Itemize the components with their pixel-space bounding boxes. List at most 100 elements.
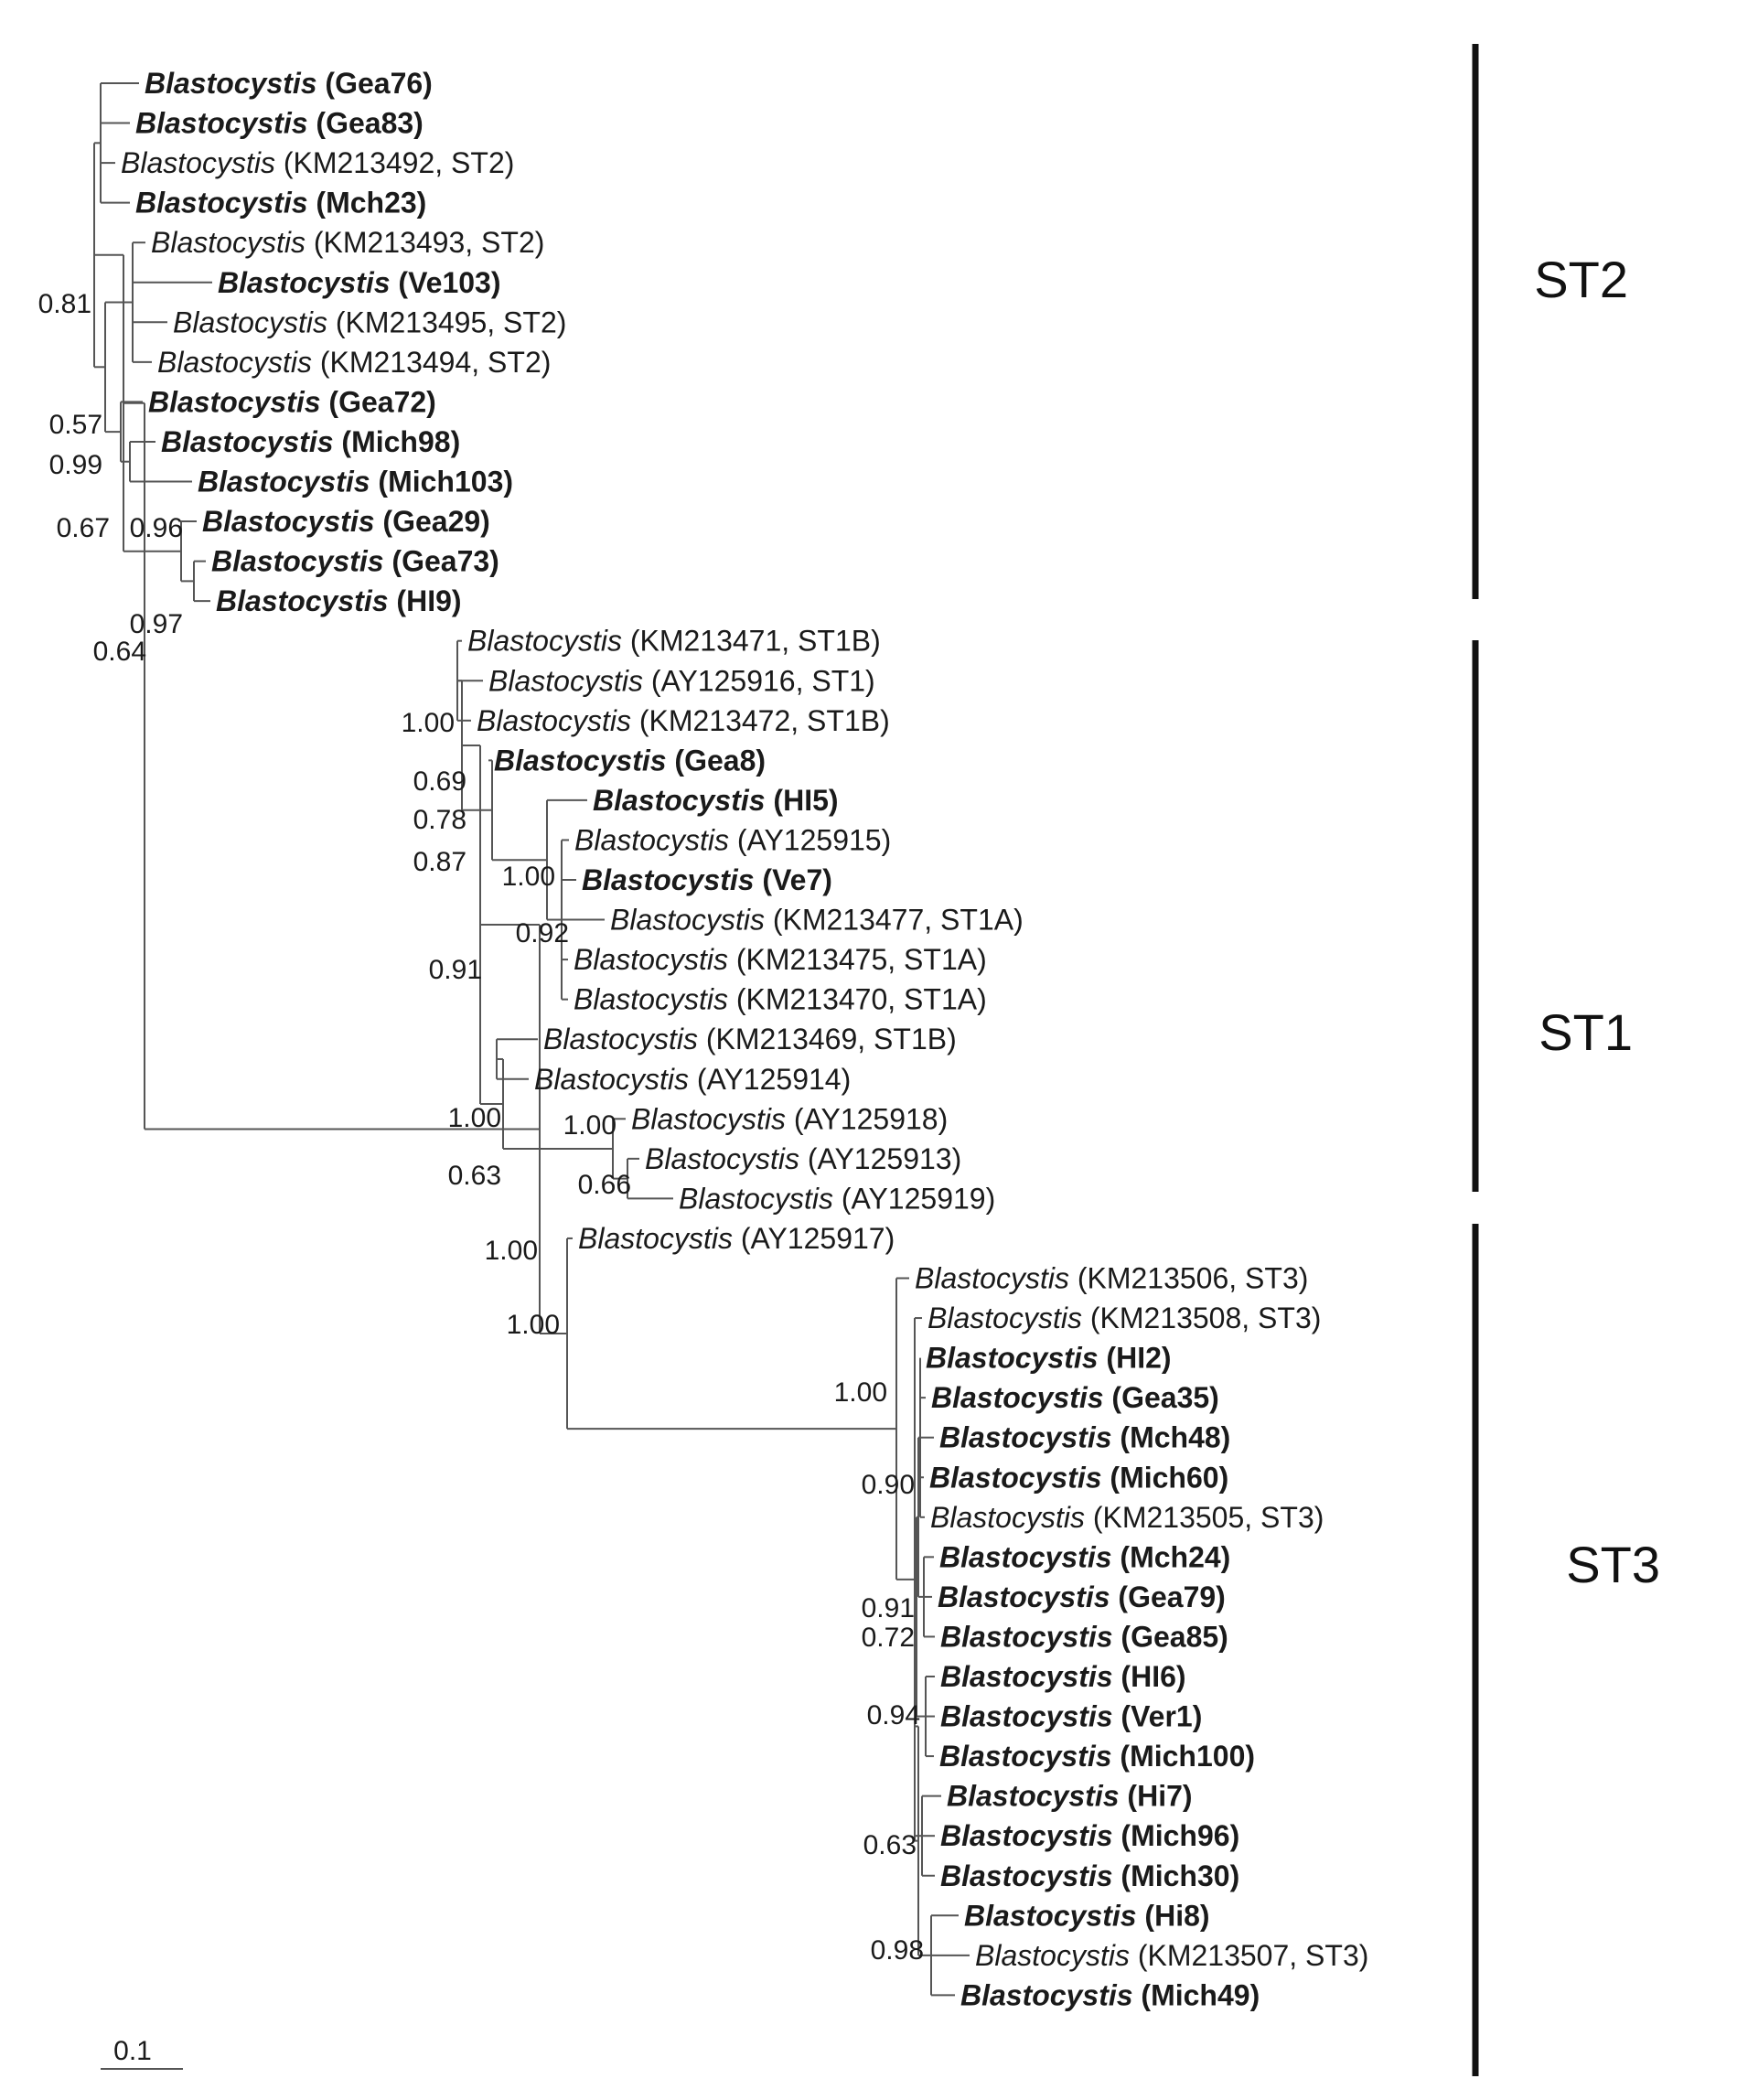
leaf-genus: Blastocystis (151, 226, 306, 259)
leaf-accession: (AY125913) (799, 1142, 961, 1175)
leaf-label: Blastocystis (KM213470, ST1A) (574, 983, 987, 1016)
leaf-label: Blastocystis (Gea76) (145, 67, 433, 100)
leaf-label: Blastocystis (AY125918) (631, 1102, 948, 1135)
leaf-genus: Blastocystis (202, 505, 375, 538)
leaf-genus: Blastocystis (926, 1342, 1099, 1375)
support-value: 1.00 (402, 708, 455, 738)
leaf-accession: (KM213493, ST2) (306, 226, 544, 259)
leaf-genus: Blastocystis (930, 1501, 1085, 1534)
leaf-genus: Blastocystis (947, 1780, 1120, 1813)
scale-bar-label: 0.1 (113, 2036, 152, 2066)
leaf-accession: (Gea79) (1110, 1580, 1226, 1613)
tree-branches (93, 82, 970, 1997)
leaf-accession: (KM213475, ST1A) (728, 943, 987, 976)
leaf-accession: (Gea72) (321, 385, 436, 418)
leaf-label: Blastocystis (KM213471, ST1B) (467, 625, 881, 658)
support-value: 1.00 (507, 1310, 560, 1340)
leaf-label: Blastocystis (Ve103) (218, 266, 501, 299)
leaf-label: Blastocystis (KM213492, ST2) (121, 146, 514, 179)
leaf-genus: Blastocystis (582, 863, 755, 896)
leaf-label: Blastocystis (KM213495, ST2) (173, 305, 566, 338)
leaf-genus: Blastocystis (494, 744, 667, 777)
support-value: 0.66 (578, 1170, 631, 1200)
support-value: 0.64 (93, 637, 146, 667)
support-value: 1.00 (834, 1377, 887, 1408)
leaf-genus: Blastocystis (211, 545, 384, 578)
scale-bar: 0.1 (101, 2036, 183, 2070)
support-value: 0.97 (130, 609, 183, 639)
support-value: 0.57 (49, 410, 102, 440)
leaf-label: Blastocystis (KM213469, ST1B) (543, 1023, 957, 1055)
leaf-accession: (AY125916, ST1) (643, 664, 875, 697)
support-value: 0.98 (871, 1935, 924, 1966)
leaf-accession: (KM213494, ST2) (312, 346, 551, 379)
leaf-genus: Blastocystis (940, 1660, 1113, 1693)
leaf-label: Blastocystis (Mch48) (939, 1421, 1230, 1454)
leaf-label: Blastocystis (Gea85) (940, 1620, 1228, 1653)
support-value: 1.00 (563, 1110, 617, 1141)
leaf-accession: (KM213495, ST2) (327, 305, 566, 338)
leaf-label: Blastocystis (AY125916, ST1) (488, 664, 875, 697)
leaf-label: Blastocystis (Gea79) (938, 1580, 1226, 1613)
support-value: 0.81 (38, 289, 91, 319)
leaf-accession: (Gea29) (375, 505, 490, 538)
leaf-genus: Blastocystis (631, 1102, 786, 1135)
leaf-genus: Blastocystis (534, 1063, 689, 1096)
leaf-accession: (Gea83) (308, 107, 424, 140)
leaf-accession: (HI5) (766, 784, 839, 817)
leaf-label: Blastocystis (Ve7) (582, 863, 832, 896)
leaf-accession: (AY125918) (786, 1102, 948, 1135)
leaf-genus: Blastocystis (964, 1899, 1137, 1932)
leaf-accession: (Gea85) (1113, 1620, 1228, 1653)
leaf-label: Blastocystis (HI9) (216, 584, 462, 617)
leaf-label: Blastocystis (Gea83) (135, 107, 424, 140)
support-value: 0.63 (863, 1830, 917, 1860)
leaf-accession: (Hi7) (1120, 1780, 1193, 1813)
leaf-genus: Blastocystis (927, 1302, 1082, 1334)
leaf-accession: (KM213469, ST1B) (698, 1023, 957, 1055)
leaf-label: Blastocystis (Hi8) (964, 1899, 1210, 1932)
leaf-accession: (Ver1) (1113, 1700, 1203, 1733)
leaf-genus: Blastocystis (198, 466, 370, 498)
support-value: 0.67 (57, 513, 110, 543)
leaf-genus: Blastocystis (610, 904, 765, 937)
leaf-accession: (KM213508, ST3) (1082, 1302, 1321, 1334)
leaf-label: Blastocystis (Mch23) (135, 187, 426, 220)
leaf-label: Blastocystis (Mich98) (161, 425, 460, 458)
leaf-genus: Blastocystis (216, 584, 389, 617)
leaf-accession: (Mich60) (1102, 1461, 1229, 1494)
leaf-label: Blastocystis (KM213494, ST2) (157, 346, 551, 379)
support-value: 0.91 (429, 955, 482, 985)
leaf-accession: (KM213470, ST1A) (728, 983, 987, 1016)
support-value: 0.87 (413, 847, 466, 877)
leaf-label: Blastocystis (Mch24) (939, 1540, 1230, 1573)
leaf-label: Blastocystis (Gea29) (202, 505, 490, 538)
leaf-label: Blastocystis (HI2) (926, 1342, 1172, 1375)
support-value: 0.94 (867, 1700, 920, 1730)
leaf-genus: Blastocystis (574, 943, 728, 976)
leaf-accession: (Gea76) (317, 67, 433, 100)
support-value: 0.92 (516, 918, 569, 948)
leaf-genus: Blastocystis (488, 664, 643, 697)
leaf-genus: Blastocystis (157, 346, 312, 379)
group-label-st3: ST3 (1566, 1536, 1660, 1593)
leaf-accession: (Gea73) (384, 545, 499, 578)
leaf-genus: Blastocystis (645, 1142, 799, 1175)
leaf-genus: Blastocystis (135, 187, 308, 220)
leaf-accession: (KM213472, ST1B) (631, 704, 890, 737)
leaf-accession: (Mich30) (1113, 1859, 1240, 1892)
leaf-genus: Blastocystis (679, 1182, 833, 1215)
leaf-genus: Blastocystis (929, 1461, 1102, 1494)
leaf-accession: (KM213471, ST1B) (622, 625, 881, 658)
leaf-label: Blastocystis (KM213505, ST3) (930, 1501, 1324, 1534)
leaf-genus: Blastocystis (467, 625, 622, 658)
leaf-label: Blastocystis (AY125917) (578, 1222, 895, 1255)
support-value: 0.96 (130, 513, 183, 543)
leaf-label: Blastocystis (AY125919) (679, 1182, 995, 1215)
leaf-label: Blastocystis (Gea35) (931, 1381, 1219, 1414)
leaf-label: Blastocystis (Gea73) (211, 545, 499, 578)
leaf-accession: (Mch23) (308, 187, 427, 220)
leaf-accession: (Mch48) (1112, 1421, 1231, 1454)
